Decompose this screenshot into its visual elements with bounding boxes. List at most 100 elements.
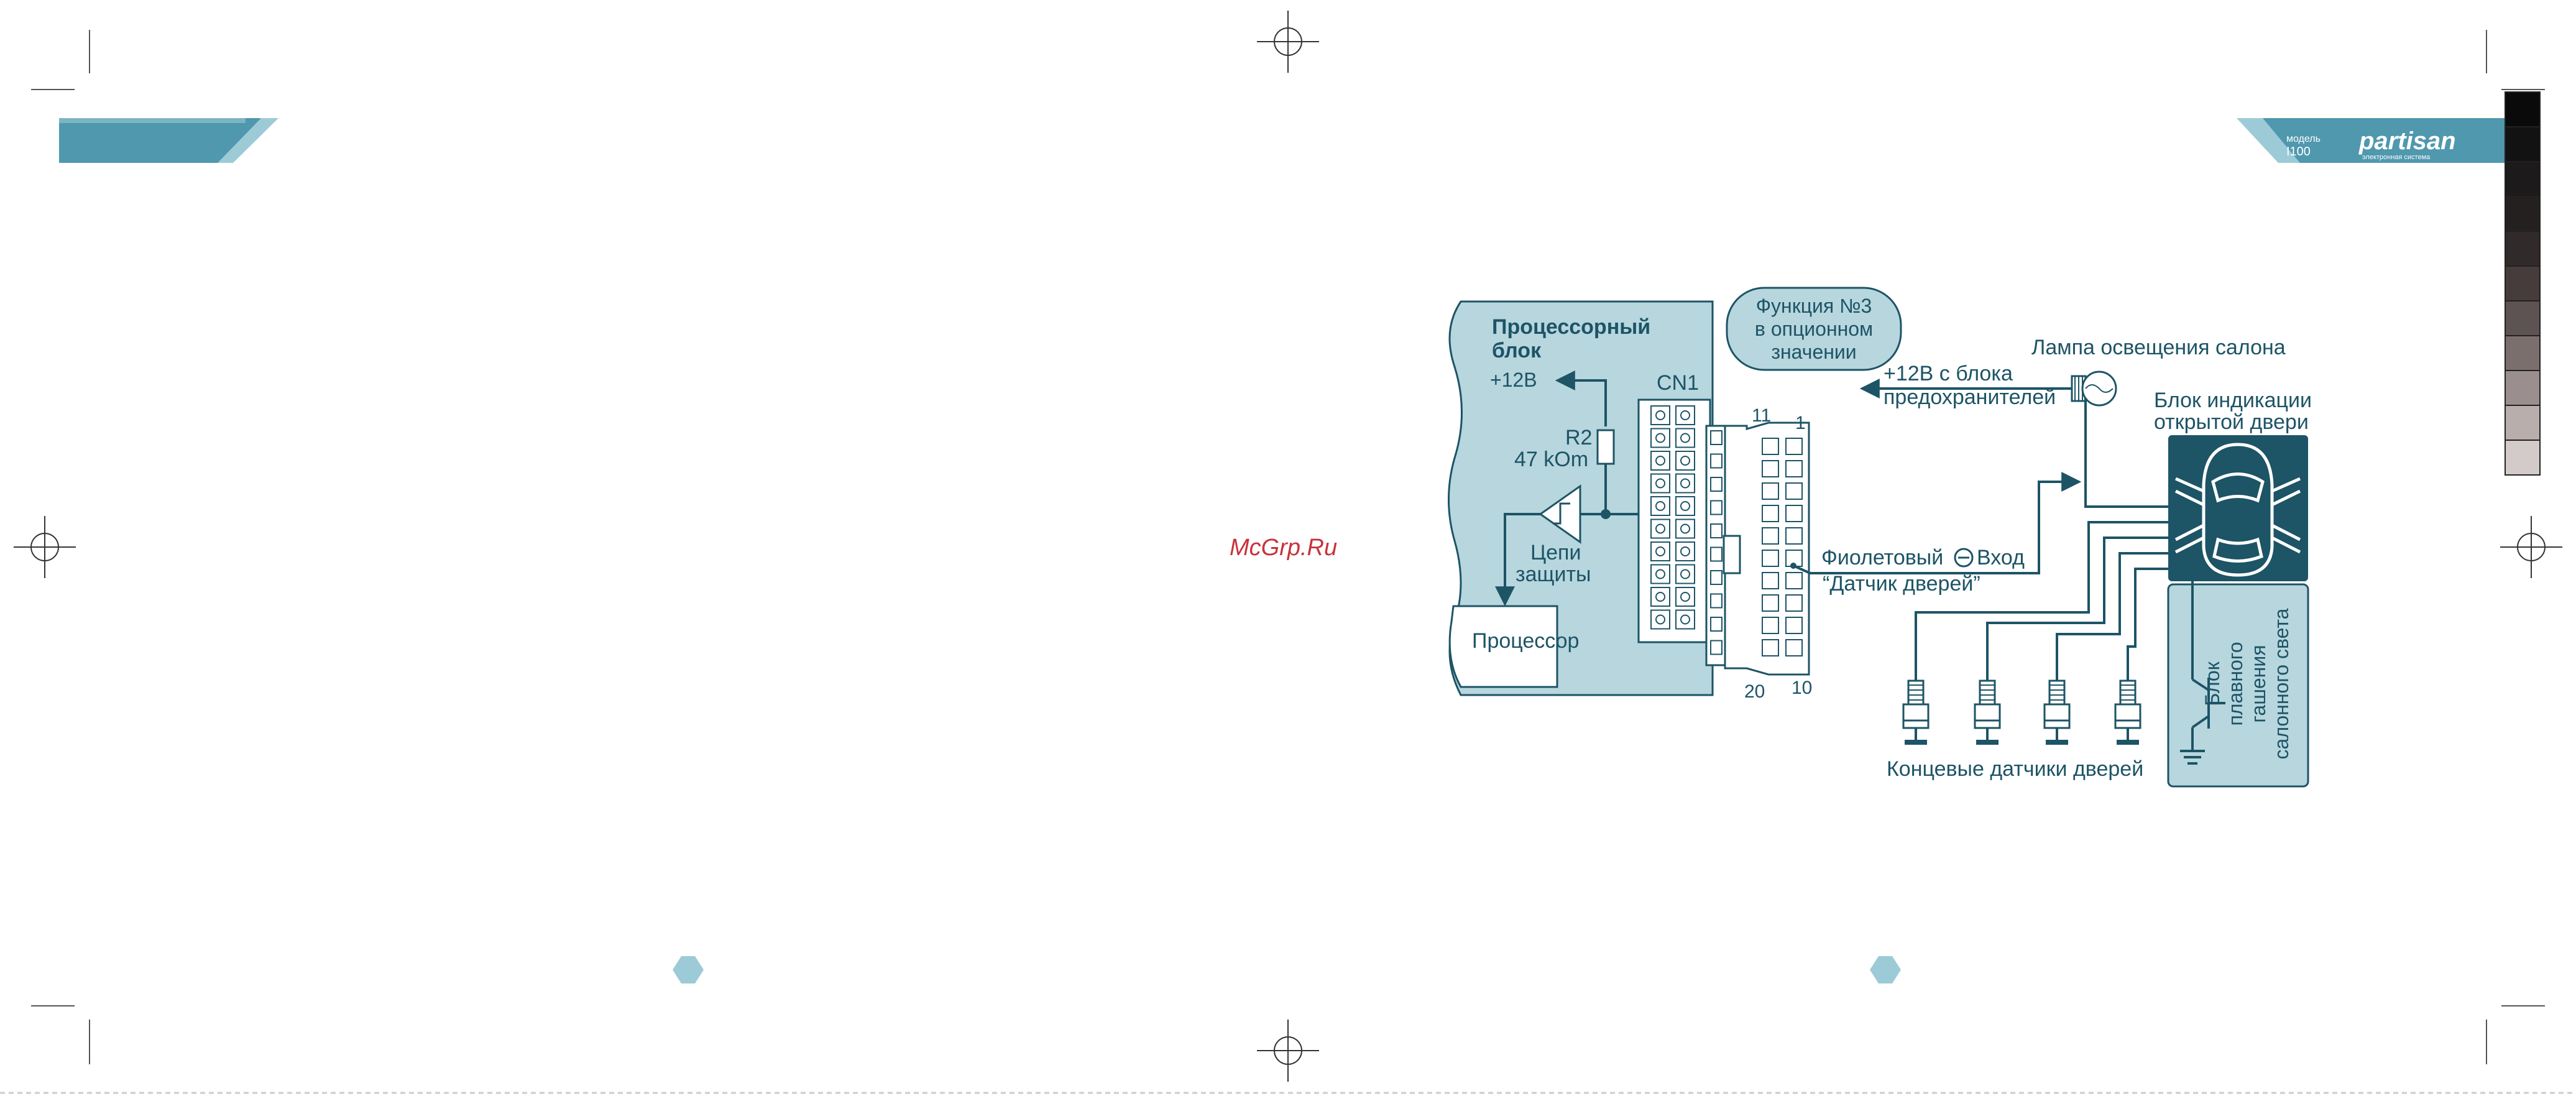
dimmer-block [2167, 583, 2309, 788]
plug-pin-cell [1762, 639, 1779, 656]
plug-latch-tab [1710, 523, 1723, 538]
board-pin-cell [1650, 473, 1670, 494]
internal-12v-arrow [1555, 371, 1607, 426]
board-pin-cell [1675, 473, 1695, 494]
sensor-wire [1915, 521, 2168, 681]
board-pin-contact [1655, 478, 1665, 489]
resistor-value: 47 kOm [1514, 448, 1588, 471]
mating-plug [1705, 421, 1810, 676]
door-sensor-nut [2114, 719, 2141, 729]
door-sensor-nut [1974, 719, 2001, 729]
plug-pin-cell [1785, 617, 1803, 634]
dimmer-label-3: гашения [2247, 645, 2270, 722]
board-pin-cell [1675, 428, 1695, 448]
door-sensor-base [2046, 740, 2068, 745]
fuse-label-1: +12B с блока [1884, 362, 2013, 385]
registration-mark-top [1257, 11, 1319, 73]
brand-logo: partisan [2358, 127, 2456, 155]
registration-mark-left [14, 516, 76, 578]
function-label-3: значении [1771, 341, 1856, 363]
dimmer-label-2: плавного [2224, 642, 2247, 725]
door-sensor-body [1902, 703, 1930, 722]
plug-latch-tab [1710, 593, 1723, 609]
sensor-wire [1986, 536, 2168, 681]
plug-latch-tab [1710, 500, 1723, 515]
plug-pin-cell [1762, 438, 1779, 455]
board-pin-cell [1675, 496, 1695, 516]
plug-pin-cell [1785, 482, 1803, 500]
plug-pin-cell [1762, 572, 1779, 589]
plug-pin-cell [1785, 527, 1803, 545]
brand-tagline: электронная система [2362, 154, 2431, 161]
door-sensor-base [2117, 740, 2139, 745]
registration-mark-right [2500, 516, 2562, 578]
door-sensor-nut [1902, 719, 1930, 729]
door-sensor-body [1974, 703, 2001, 722]
board-pin-contact [1655, 410, 1665, 420]
board-pin-cell [1650, 405, 1670, 425]
protection-label-1: Цепи [1530, 541, 1581, 564]
door-sensor-base [1976, 740, 1999, 745]
board-pin-contact [1655, 592, 1665, 602]
sensors-label: Концевые датчики дверей [1887, 757, 2143, 781]
internal-12v-label: +12B [1490, 369, 1537, 391]
pin-11-label: 11 [1752, 405, 1771, 426]
car-top-view-icon [2174, 443, 2301, 577]
pin-1-label: 1 [1795, 413, 1806, 433]
left-header-banner [59, 118, 278, 163]
board-connector-body [1637, 398, 1711, 643]
board-pin-contact [1680, 456, 1690, 466]
input-word-label: Вход [1977, 546, 2025, 569]
input-name-label: “Датчик дверей” [1823, 572, 1980, 596]
board-pin-contact [1655, 546, 1665, 556]
protection-label-2: защиты [1516, 563, 1591, 586]
board-pin-contact [1680, 410, 1690, 420]
function-label-1: Функция №3 [1756, 295, 1872, 317]
board-pin-contact [1655, 569, 1665, 579]
board-pin-cell [1650, 587, 1670, 607]
plug-pin-cell [1785, 572, 1803, 589]
wire-color-label: Фиолетовый [1821, 546, 1943, 569]
processor-block-title-2: блок [1492, 339, 1542, 362]
processor-box [1448, 605, 1558, 688]
board-pin-cell [1650, 564, 1670, 584]
connector-name: CN1 [1657, 371, 1699, 395]
plug-pin-cell [1762, 594, 1779, 612]
pin-10-label: 10 [1792, 678, 1812, 698]
door-block-label-2: открытой двери [2154, 410, 2309, 434]
board-pin-cell [1675, 405, 1695, 425]
door-input-wire [1793, 472, 2082, 574]
plug-pin-cell [1785, 438, 1803, 455]
minus-sign-icon [1954, 548, 1974, 568]
model-number: I100 [2286, 145, 2311, 159]
board-pin-contact [1655, 501, 1665, 511]
plug-latch-tab [1710, 617, 1723, 632]
plug-pin-cell [1762, 527, 1779, 545]
dimmer-label-4: салонного света [2270, 608, 2293, 759]
processor-block-title-1: Процессорный [1492, 315, 1650, 339]
board-pin-cell [1675, 609, 1695, 630]
protection-to-processor-arrow [1495, 513, 1540, 607]
door-sensor-head [2119, 679, 2137, 706]
sensor-wire [2127, 568, 2168, 681]
board-pin-cell [1650, 609, 1670, 630]
function-label-2: в опционном [1755, 318, 1873, 340]
board-pin-contact [1680, 478, 1690, 489]
board-pin-contact [1655, 614, 1665, 625]
board-pin-cell [1675, 541, 1695, 561]
resistor-r2 [1596, 429, 1615, 465]
function-bubble [1726, 287, 1902, 371]
plug-pin-cell [1762, 460, 1779, 477]
board-pin-cell [1675, 518, 1695, 539]
board-pin-contact [1680, 546, 1690, 556]
door-indicator-block [2168, 435, 2308, 581]
plug-pin-cell [1785, 594, 1803, 612]
board-pin-contact [1655, 523, 1665, 534]
board-pin-contact [1680, 523, 1690, 534]
plug-pin-cell [1785, 505, 1803, 522]
board-pin-cell [1650, 496, 1670, 516]
registration-mark-bottom [1257, 1020, 1319, 1082]
door-sensor-body [2114, 703, 2141, 722]
board-pin-cell [1675, 587, 1695, 607]
